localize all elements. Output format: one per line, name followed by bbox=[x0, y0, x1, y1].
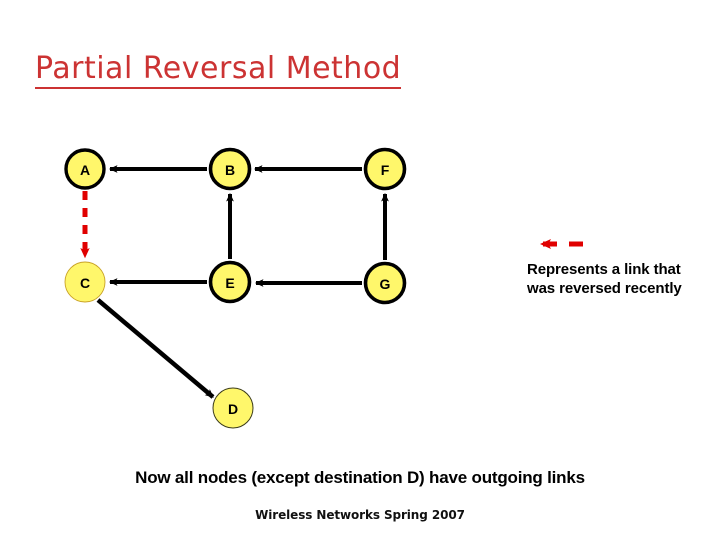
node-F-label: F bbox=[381, 162, 390, 178]
slide-caption: Now all nodes (except destination D) hav… bbox=[135, 468, 585, 487]
page-title: Partial Reversal Method bbox=[35, 52, 402, 89]
node-G-label: G bbox=[380, 276, 391, 292]
slide-footer: Wireless Networks Spring 2007 bbox=[255, 508, 465, 522]
node-B-label: B bbox=[225, 162, 235, 178]
node-D-label: D bbox=[228, 401, 238, 417]
edge-layer bbox=[80, 165, 389, 399]
node-E-label: E bbox=[225, 275, 234, 291]
node-E[interactable]: E bbox=[208, 260, 252, 304]
node-F[interactable]: F bbox=[363, 147, 407, 191]
edge-C-to-D bbox=[96, 298, 215, 399]
reversed-link-arrow-icon bbox=[540, 239, 583, 249]
node-G[interactable]: G bbox=[363, 261, 407, 305]
legend: Represents a link that was reversed rece… bbox=[527, 236, 707, 298]
node-C-label: C bbox=[80, 275, 90, 291]
node-B[interactable]: B bbox=[208, 147, 252, 191]
legend-text: Represents a link that was reversed rece… bbox=[527, 261, 682, 297]
node-A[interactable]: A bbox=[64, 148, 106, 190]
node-A-label: A bbox=[80, 162, 90, 178]
node-D[interactable]: D bbox=[212, 387, 254, 429]
node-layer: A B F C E G D bbox=[64, 147, 407, 429]
node-C[interactable]: C bbox=[64, 261, 106, 303]
